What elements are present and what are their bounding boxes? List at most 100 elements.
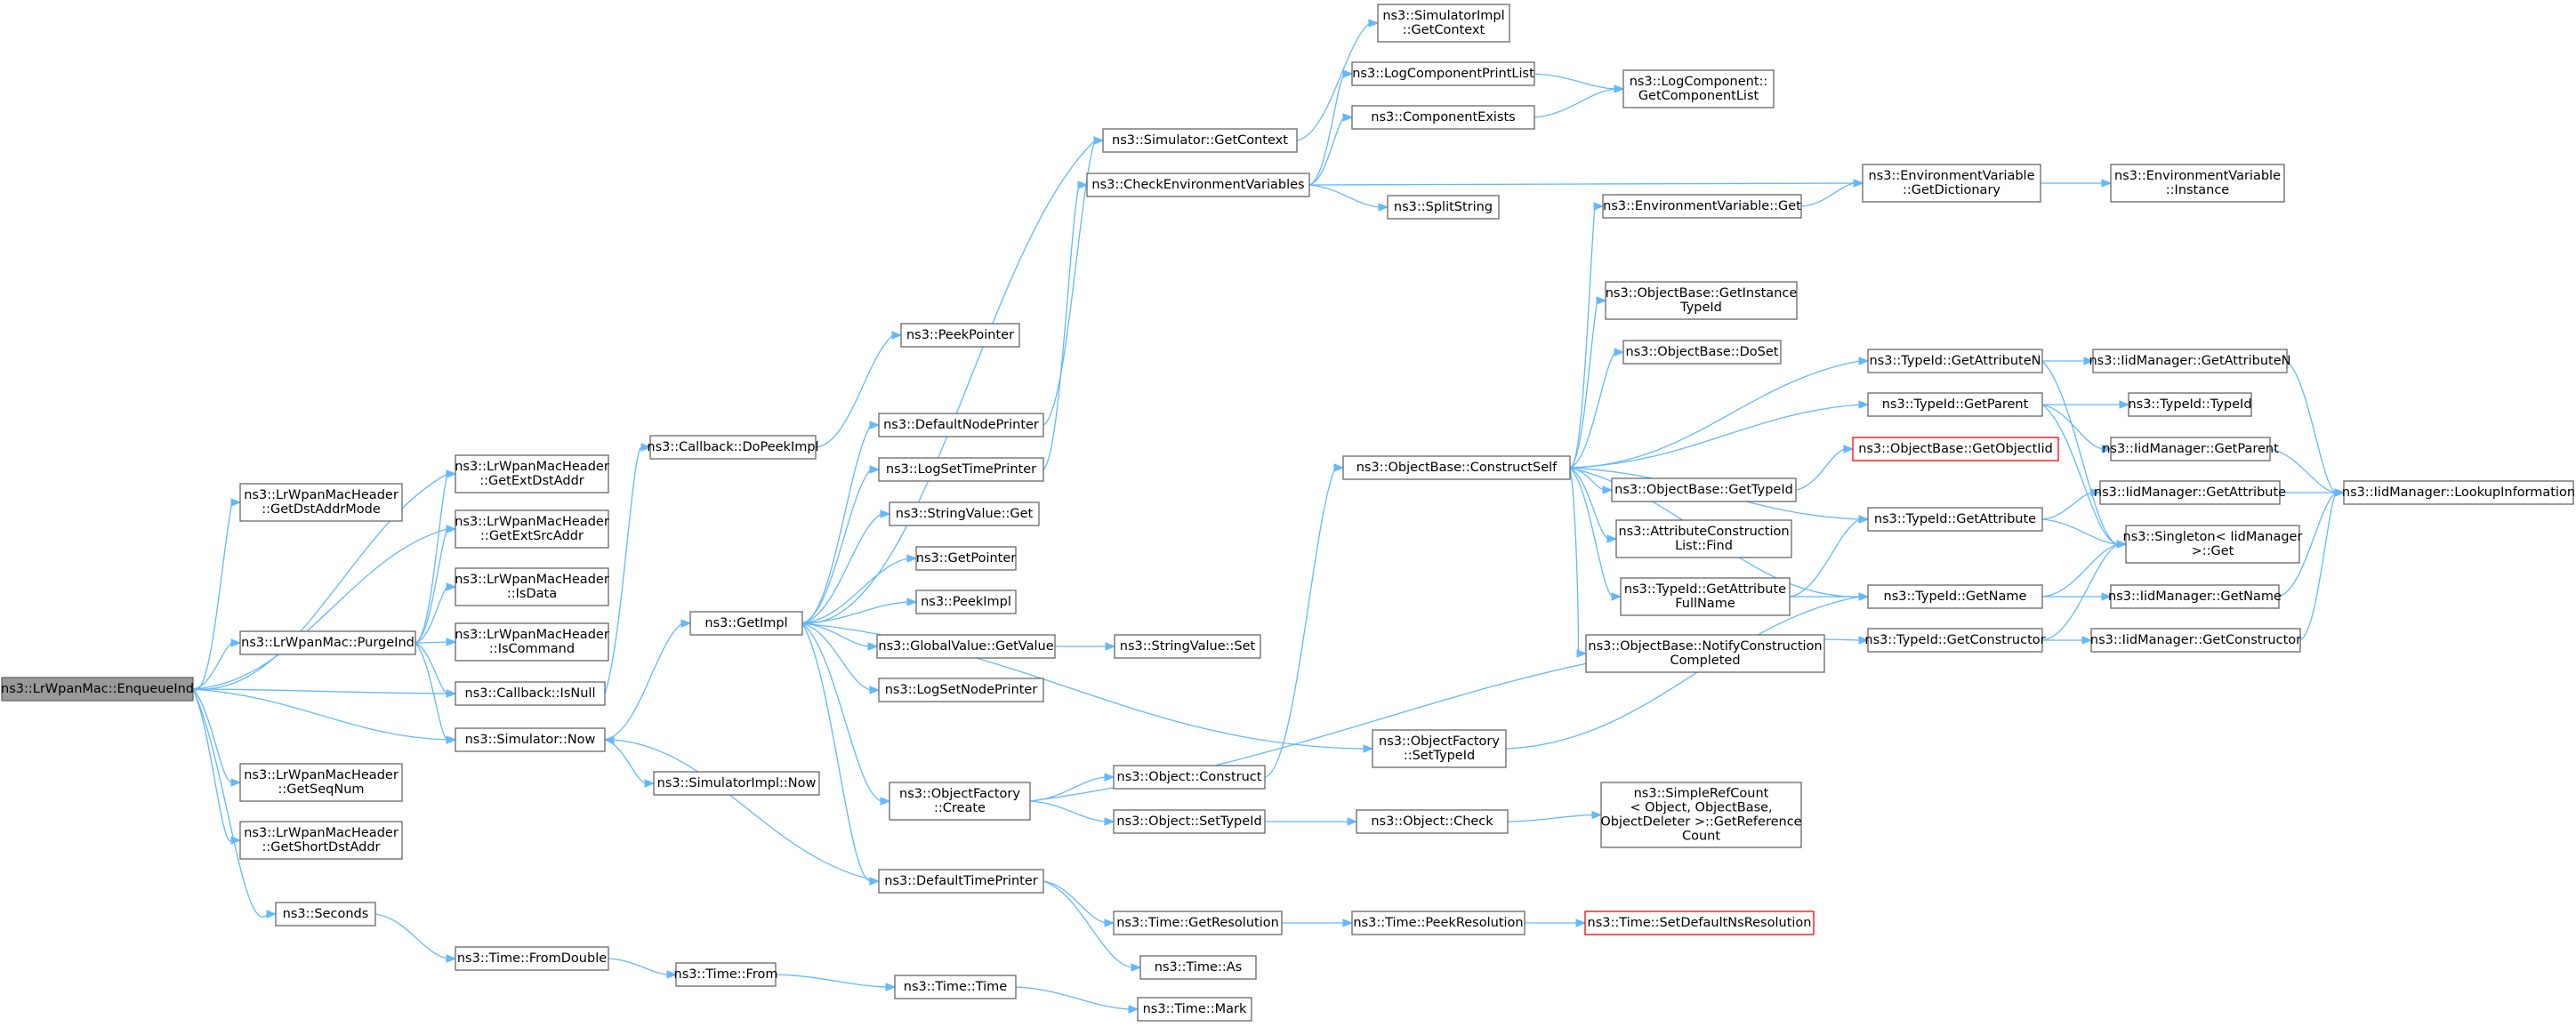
node-box [1867,349,2043,373]
node-label: ns3::StringValue::Set [1120,639,1256,654]
node-simnow[interactable]: ns3::Simulator::Now [455,727,606,752]
node-envvarget[interactable]: ns3::EnvironmentVariable::Get [1602,194,1802,219]
node-logsettimeprinter[interactable]: ns3::LogSetTimePrinter [878,457,1044,482]
node-iidgetparent[interactable]: ns3::IidManager::GetParent [2102,437,2279,461]
node-getimpl[interactable]: ns3::GetImpl [689,611,803,636]
node-logcompprintlist[interactable]: ns3::LogComponentPrintList [1351,61,1535,86]
node-getshortdst[interactable]: ns3::LrWpanMacHeader::GetShortDstAddr [239,821,403,860]
edge-enqueue-to-purgeind [192,642,233,690]
node-timepeekresolution[interactable]: ns3::Time::PeekResolution [1351,911,1525,935]
node-notifyconstrcompleted[interactable]: ns3::ObjectBase::NotifyConstructionCompl… [1585,634,1825,673]
node-from[interactable]: ns3::Time::From [674,962,778,987]
node-typeidgetconstructor[interactable]: ns3::TypeId::GetConstructor [1864,628,2046,653]
node-fromdouble[interactable]: ns3::Time::FromDouble [455,946,609,971]
node-typeidgetparent[interactable]: ns3::TypeId::GetParent [1867,392,2043,417]
edge-arrowhead [230,836,242,845]
node-objbasedoset[interactable]: ns3::ObjectBase::DoSet [1622,340,1782,365]
node-typeidtypeid[interactable]: ns3::TypeId::TypeId [2128,392,2252,417]
node-typeidgetattrn[interactable]: ns3::TypeId::GetAttributeN [1867,349,2043,373]
node-objfactorysettypeid[interactable]: ns3::ObjectFactory::SetTypeId [1372,729,1507,768]
node-simimplgetcontext[interactable]: ns3::SimulatorImpl::GetContext [1377,4,1510,43]
node-label: ::Instance [2166,183,2230,197]
node-simplerefcount[interactable]: ns3::SimpleRefCount< Object, ObjectBase,… [1600,782,1802,848]
node-iidlookupinfo[interactable]: ns3::IidManager::LookupInformation [2342,480,2575,505]
edge-arrowhead [1853,179,1864,188]
edge-arrowhead [230,638,242,647]
edge-purgeind-to-simnow [415,642,448,741]
edge-arrowhead [2116,540,2128,549]
node-iidgetname[interactable]: ns3::IidManager::GetName [2108,584,2282,609]
node-timegetresolution[interactable]: ns3::Time::GetResolution [1113,911,1283,935]
edge-arrowhead [644,779,656,788]
node-compexists[interactable]: ns3::ComponentExists [1351,105,1535,130]
edge-enqueue-to-getextsrc [192,528,448,690]
node-typeidgetattr[interactable]: ns3::TypeId::GetAttribute [1867,507,2043,532]
node-objectconstruct[interactable]: ns3::Object::Construct [1113,765,1266,790]
node-simimplnow[interactable]: ns3::SimulatorImpl::Now [653,771,820,796]
node-peekpointer[interactable]: ns3::PeekPointer [900,323,1020,348]
node-purgeind[interactable]: ns3::LrWpanMac::PurgeInd [239,630,416,655]
node-constructself[interactable]: ns3::ObjectBase::ConstructSelf [1342,455,1571,480]
node-getextsrc[interactable]: ns3::LrWpanMacHeader::GetExtSrcAddr [455,509,609,549]
edge-constructself-to-objbasegetinstancetypeid [1569,300,1598,469]
node-peekimpl[interactable]: ns3::PeekImpl [915,590,1017,614]
node-enqueue[interactable]: ns3::LrWpanMac::EnqueueInd [1,677,194,702]
node-logcompgetlist[interactable]: ns3::LogComponent::GetComponentList [1622,69,1775,108]
node-envvarinstance[interactable]: ns3::EnvironmentVariable::Instance [2110,164,2285,203]
node-timeas[interactable]: ns3::Time::As [1139,955,1257,980]
node-seconds[interactable]: ns3::Seconds [275,902,376,927]
node-isnull[interactable]: ns3::Callback::IsNull [455,681,606,706]
node-singletonget[interactable]: ns3::Singleton< IidManager >::Get [2123,525,2303,564]
node-objectsettypeid[interactable]: ns3::Object::SetTypeId [1113,809,1266,834]
node-iidgetattr[interactable]: ns3::IidManager::GetAttribute [2094,480,2286,505]
node-objectfactorycreate[interactable]: ns3::ObjectFactory::Create [889,782,1031,821]
node-defaulttimeprinter[interactable]: ns3::DefaultTimePrinter [878,869,1044,894]
node-box [1622,69,1775,108]
edge-arrowhead [1602,485,1614,494]
node-globalvaluegetvalue[interactable]: ns3::GlobalValue::GetValue [876,634,1056,659]
node-logsetnodeprinter[interactable]: ns3::LogSetNodePrinter [878,678,1044,702]
node-iidgetconstructor[interactable]: ns3::IidManager::GetConstructor [2090,628,2301,653]
edge-arrowhead [2083,357,2095,365]
node-box [275,902,376,927]
node-objbasegetobjectiid[interactable]: ns3::ObjectBase::GetObjectIid [1852,437,2059,461]
edge-objectfactorycreate-to-objectsettypeid [1029,800,1107,822]
node-box [2092,349,2288,373]
node-iidgetattrn[interactable]: ns3::IidManager::GetAttributeN [2089,349,2291,373]
node-box [1867,628,2043,653]
node-timesetdefaultns[interactable]: ns3::Time::SetDefaultNsResolution [1584,911,1815,935]
node-isdata[interactable]: ns3::LrWpanMacHeader::IsData [455,567,609,606]
edge-simgetcontext-to-simimplgetcontext [1296,22,1371,141]
node-getdstaddrmode[interactable]: ns3::LrWpanMacHeader::GetDstAddrMode [239,483,403,522]
node-objbasegettypeid[interactable]: ns3::ObjectBase::GetTypeId [1611,477,1797,502]
node-label: ns3::Time::PeekResolution [1353,916,1523,930]
node-box [675,962,777,987]
node-box [455,727,606,752]
node-timetime[interactable]: ns3::Time::Time [894,975,1017,999]
node-checkenv[interactable]: ns3::CheckEnvironmentVariables [1086,173,1310,197]
node-simgetcontext[interactable]: ns3::Simulator::GetContext [1102,128,1298,153]
node-typeidgetname[interactable]: ns3::TypeId::GetName [1867,584,2043,609]
node-stringvalueset[interactable]: ns3::StringValue::Set [1114,634,1261,659]
node-label: ns3::TypeId::GetAttribute [1624,582,1786,597]
node-envvargetdict[interactable]: ns3::EnvironmentVariable::GetDictionary [1862,164,2041,203]
node-defaultnodeprinter[interactable]: ns3::DefaultNodePrinter [878,413,1044,437]
node-iscommand[interactable]: ns3::LrWpanMacHeader::IsCommand [455,622,609,662]
node-getextdst[interactable]: ns3::LrWpanMacHeader::GetExtDstAddr [455,454,609,493]
node-getseqnum[interactable]: ns3::LrWpanMacHeader::GetSeqNum [239,763,403,802]
node-box [889,501,1040,526]
node-getpointer[interactable]: ns3::GetPointer [915,546,1017,571]
node-dopeekimpl[interactable]: ns3::Callback::DoPeekImpl [647,435,819,460]
node-splitstring[interactable]: ns3::SplitString [1387,195,1500,220]
node-mark[interactable]: ns3::Time::Mark [1137,997,1252,1022]
node-label: ns3::Object::Construct [1117,770,1262,784]
node-objectcheck[interactable]: ns3::Object::Check [1356,809,1509,834]
edge-defaulttimeprinter-to-simnow [612,739,880,882]
node-stringvalueget[interactable]: ns3::StringValue::Get [889,501,1040,526]
edge-checkenv-to-logcompprintlist [1308,73,1345,186]
